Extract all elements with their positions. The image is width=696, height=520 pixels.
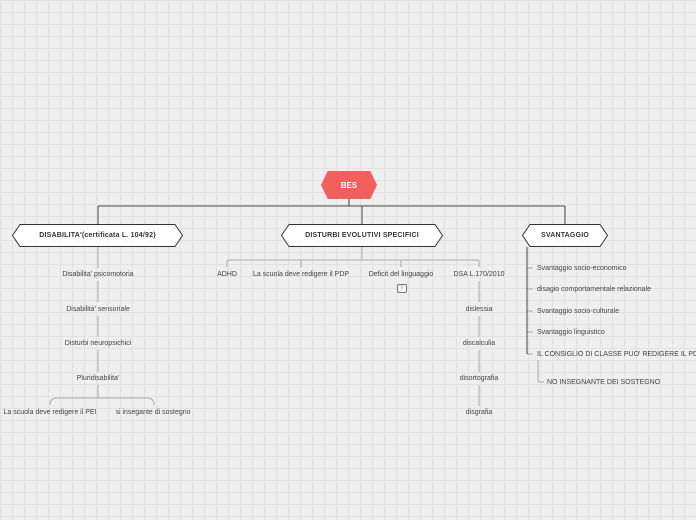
node-shape <box>281 224 443 247</box>
topic-pei[interactable]: La scuola deve redigere il PEI <box>3 409 97 416</box>
topic-socio-culturale[interactable]: Svantaggio socio-culturale <box>537 308 620 315</box>
node-label: SVANTAGGIO <box>540 232 590 239</box>
node-svantaggio[interactable]: SVANTAGGIO <box>522 224 608 247</box>
topic-discalculia[interactable]: discalculia <box>462 340 496 347</box>
topic-insegnante-sostegno[interactable]: si insegante di sostegno <box>115 409 191 416</box>
topic-dislessia[interactable]: dislessia <box>465 306 493 313</box>
topic-dsa[interactable]: DSA L.170/2010 <box>453 271 505 278</box>
node-disturbi-evolutivi[interactable]: DISTURBI EVOLUTIVI SPECIFICI <box>281 224 443 247</box>
node-shape <box>12 224 183 247</box>
topic-no-insegnante[interactable]: NO INSEGNANTE DEI SOSTEGNO <box>547 379 661 386</box>
topic-socio-economico[interactable]: Svantaggio socio-economico <box>537 265 627 272</box>
note-icon[interactable]: ! <box>397 284 407 293</box>
topic-pluridisabilita[interactable]: Pluridisabilita' <box>76 375 120 382</box>
topic-disabilita-sensoriale[interactable]: Disabilità' sensoriale <box>66 306 130 313</box>
topic-disortografia[interactable]: disortografia <box>459 375 499 382</box>
topic-pdp[interactable]: La scuola deve redigere il PDP <box>252 271 350 278</box>
root-label: BES <box>340 180 358 190</box>
topic-disgrafia[interactable]: disgrafia <box>465 409 493 416</box>
topic-consiglio-classe[interactable]: IL CONSIGLIO DI CLASSE PUO' REDIGERE IL … <box>537 351 696 358</box>
topic-adhd[interactable]: ADHD <box>217 271 237 278</box>
node-label: DISABILITA'(certificata L. 104/92) <box>39 232 156 239</box>
topic-linguistico[interactable]: Svantaggio linguistico <box>537 329 605 336</box>
node-label: DISTURBI EVOLUTIVI SPECIFICI <box>305 232 419 239</box>
topic-deficit-linguaggio[interactable]: Deficit del linguaggio <box>368 271 434 278</box>
topic-disturbi-neuropsichici[interactable]: Disturbi neuropsichici <box>64 340 132 347</box>
node-disabilita[interactable]: DISABILITA'(certificata L. 104/92) <box>12 224 183 247</box>
topic-comportamentale[interactable]: disagio comportamentale relazionale <box>537 286 652 293</box>
topic-disabilita-psicomotoria[interactable]: Disabilita' psicomotoria <box>62 271 134 278</box>
node-shape <box>522 224 608 247</box>
root-node-bes[interactable]: BES <box>321 171 377 199</box>
